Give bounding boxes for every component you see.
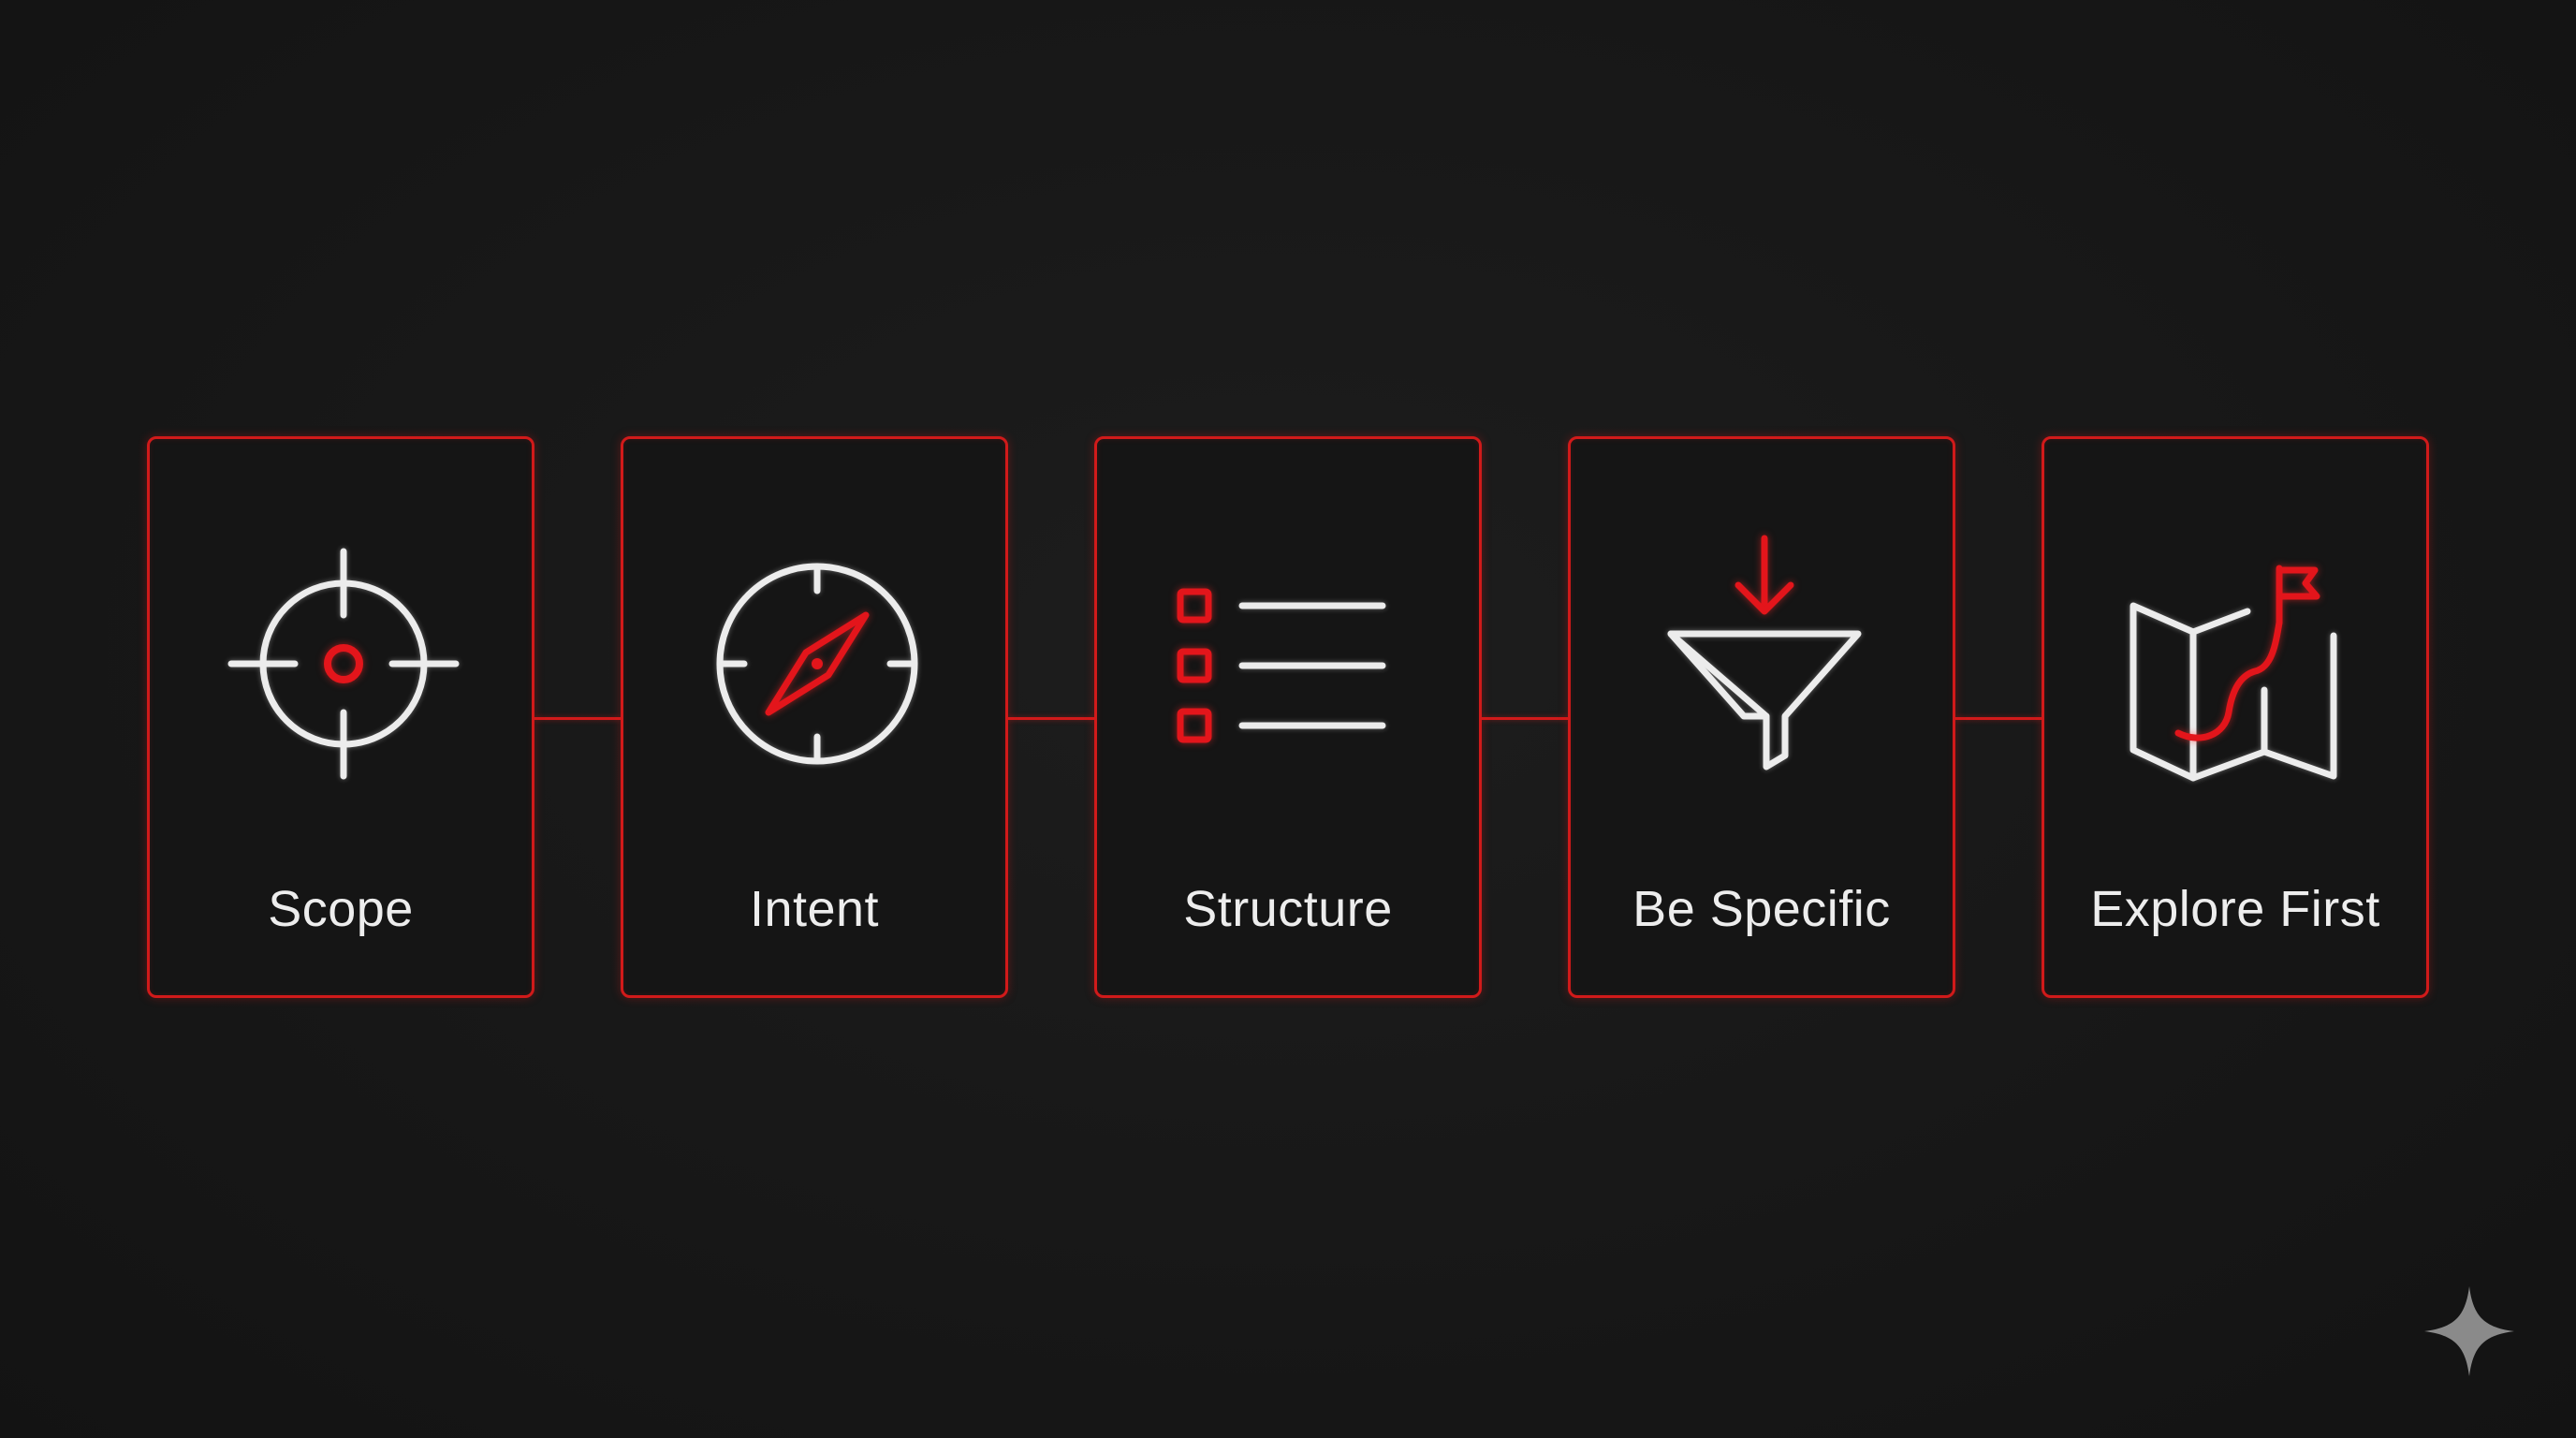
connector-line xyxy=(1955,717,2042,720)
connector-line xyxy=(1008,717,1094,720)
step-card-structure: Structure xyxy=(1094,436,1482,998)
step-card-explore-first: Explore First xyxy=(2042,436,2429,998)
sparkle-icon xyxy=(2422,1284,2516,1378)
connector-line xyxy=(534,717,621,720)
funnel-filter-icon xyxy=(1652,535,1877,776)
step-label: Structure xyxy=(1183,881,1393,937)
connector-line xyxy=(1482,717,1568,720)
step-label: Be Specific xyxy=(1632,881,1891,937)
step-card-scope: Scope xyxy=(147,436,534,998)
step-label: Scope xyxy=(268,881,414,937)
checklist-icon xyxy=(1177,551,1403,776)
step-card-be-specific: Be Specific xyxy=(1568,436,1955,998)
step-label: Intent xyxy=(749,881,880,937)
step-card-intent: Intent xyxy=(621,436,1008,998)
compass-icon xyxy=(705,551,929,776)
step-label: Explore First xyxy=(2090,881,2380,937)
map-flag-icon xyxy=(2126,551,2350,782)
crosshair-target-icon xyxy=(227,548,460,780)
